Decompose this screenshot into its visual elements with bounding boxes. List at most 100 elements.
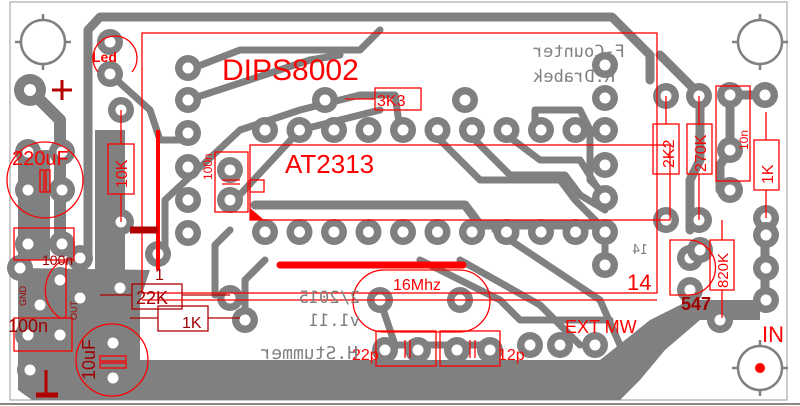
drill-hole: [54, 329, 66, 341]
drill-hole: [760, 229, 772, 241]
drill-hole: [466, 124, 478, 136]
drill-hole: [724, 184, 736, 196]
drill-hole: [412, 344, 424, 356]
drill-hole: [599, 124, 611, 136]
version-text: v1.11: [309, 311, 360, 331]
trace-3: [161, 91, 404, 254]
reg-out-label: OUT: [69, 301, 79, 321]
mounting-hole-top-right: [732, 14, 788, 70]
cap-12p-label: 12p: [498, 347, 525, 364]
drill-hole: [24, 364, 36, 376]
drill-hole: [379, 344, 391, 356]
title-line1: F-Counter: [533, 42, 625, 62]
resistor-820k-label: 820K: [715, 253, 732, 288]
cap-22p-label: 22p: [352, 347, 379, 364]
drill-hole: [535, 226, 547, 238]
drill-hole: [432, 226, 443, 238]
date-text: 2/2015: [299, 288, 360, 308]
drill-hole: [24, 84, 36, 96]
drill-hole: [459, 94, 471, 106]
resistor-10k-label: 10K: [114, 159, 131, 188]
drill-hole: [759, 89, 771, 101]
drill-hole: [294, 124, 305, 136]
trace-14: [241, 256, 269, 324]
resistor-3k3-label: 3K3: [377, 93, 406, 110]
trace-led: [106, 70, 192, 144]
drill-hole: [599, 159, 611, 171]
drill-hole: [114, 282, 126, 294]
drill-hole: [22, 146, 34, 158]
drill-hole: [363, 226, 374, 238]
drill-hole: [22, 238, 34, 250]
trace-13: [211, 226, 234, 299]
ext-mw-label: EXT MW: [565, 317, 637, 337]
resistor-22k-label: 22K: [136, 288, 168, 308]
drill-hole: [294, 226, 305, 238]
drill-hole: [484, 344, 496, 356]
trace-11: [456, 256, 584, 349]
drill-hole: [589, 339, 601, 351]
cap-220uf-label: 220uF: [12, 148, 69, 170]
drill-hole: [524, 339, 536, 351]
drill-hole: [259, 226, 271, 238]
trace-1: [184, 51, 344, 104]
drill-hole: [182, 194, 194, 206]
resistor-2k2-label: 2K2: [661, 139, 678, 168]
pin1-label: 1: [155, 267, 164, 284]
title-line2: R.Drabek: [533, 67, 615, 87]
drill-hole: [760, 262, 772, 274]
mcu-label: AT2313: [285, 149, 374, 179]
drill-hole: [599, 226, 611, 238]
reg-gnd-label: GND: [18, 286, 28, 307]
drill-hole: [107, 337, 119, 349]
pin14-label: 14: [627, 270, 651, 295]
drill-hole: [182, 94, 194, 106]
drill-hole: [104, 36, 116, 48]
drill-hole: [56, 238, 68, 250]
cap-10n-label: 10n: [737, 130, 751, 150]
silkscreen-layer: [6, 32, 780, 398]
bnc-input[interactable]: [732, 340, 788, 396]
drill-hole: [714, 314, 726, 326]
drill-hole: [22, 184, 34, 196]
drill-hole: [397, 226, 409, 238]
module-label: DIPS8002: [222, 54, 359, 87]
drill-hole: [570, 226, 581, 238]
trace-top: [83, 12, 655, 265]
trace-2: [184, 26, 384, 74]
drill-hole: [760, 294, 772, 306]
drill-hole: [104, 68, 116, 80]
drill-hole: [54, 274, 66, 286]
transistor-label: 547: [681, 294, 711, 314]
drill-hole: [554, 339, 566, 351]
cap-100n-left-label: 100n: [8, 316, 48, 336]
trace-16: [655, 50, 705, 235]
cap-10uf-label: 10uF: [79, 339, 99, 380]
drill-hole: [34, 299, 46, 311]
resistor-1k-bottom-label: 1K: [182, 315, 202, 332]
drill-hole: [599, 59, 611, 71]
drill-hole: [501, 124, 512, 136]
drill-hole: [599, 92, 611, 104]
led-label: Led: [92, 49, 117, 65]
drill-hole: [570, 124, 581, 136]
resistor-1k-right-label: 1K: [760, 164, 777, 184]
drill-hole: [724, 144, 736, 156]
drill-hole: [363, 124, 374, 136]
drill-hole: [74, 292, 86, 304]
copper-layer: [18, 12, 770, 400]
drill-hole: [239, 314, 251, 326]
author-text: H.Stummer: [260, 343, 358, 364]
drill-hole: [694, 244, 706, 256]
trace-8: [531, 106, 609, 199]
led-outline: [92, 35, 138, 73]
drill-hole: [182, 227, 194, 239]
mirrored-copper-text: F-Counter R.Drabek 2/2015 v1.11 H.Stumme…: [260, 42, 648, 364]
drill-hole: [684, 284, 696, 296]
input-label: IN: [762, 322, 784, 347]
drill-hole: [535, 124, 547, 136]
drill-hole: [259, 124, 271, 136]
drill-hole: [74, 252, 86, 264]
drill-hole: [599, 259, 611, 271]
